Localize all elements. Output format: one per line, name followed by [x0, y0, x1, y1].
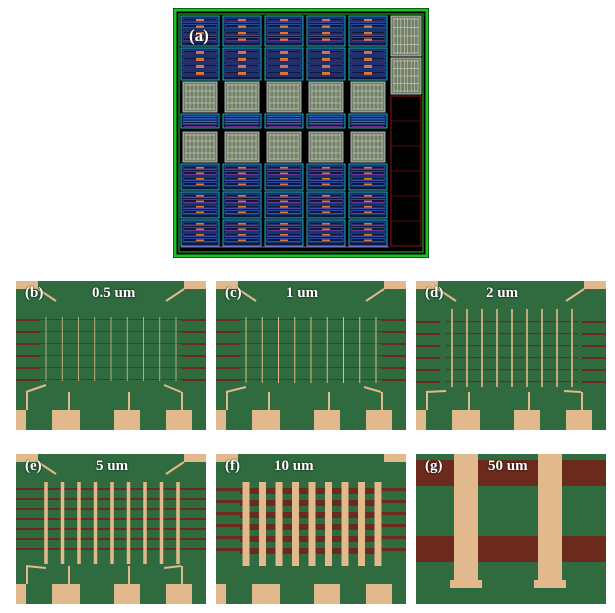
micrograph-panel-c: (c) 1 um — [216, 281, 406, 430]
scale-label-d: 2 um — [486, 285, 519, 301]
micrograph-panel-f: (f) 10 um — [216, 454, 406, 604]
micrograph-image-c — [216, 281, 406, 430]
micrograph-image-e — [16, 454, 206, 604]
micrograph-image-g — [416, 454, 606, 604]
panel-label-f: (f) — [225, 458, 240, 474]
panel-label-b: (b) — [25, 285, 44, 301]
micrograph-image-d — [416, 281, 606, 430]
panel-label-c: (c) — [225, 285, 242, 301]
micrograph-panel-d: (d) 2 um — [416, 281, 606, 430]
scale-label-g: 50 um — [488, 458, 528, 474]
scale-label-e: 5 um — [96, 458, 129, 474]
panel-label-g: (g) — [425, 458, 443, 474]
chip-layout-image — [173, 8, 429, 258]
micrograph-panel-e: (e) 5 um — [16, 454, 206, 604]
panel-label-e: (e) — [25, 458, 42, 474]
chip-layout-panel: (a) — [173, 8, 429, 258]
panel-label-a: (a) — [189, 26, 209, 45]
scale-label-c: 1 um — [286, 285, 319, 301]
micrograph-image-f — [216, 454, 406, 604]
micrograph-panel-g: (g) 50 um — [416, 454, 606, 604]
scale-label-f: 10 um — [274, 458, 314, 474]
micrograph-image-b — [16, 281, 206, 430]
scale-label-b: 0.5 um — [92, 285, 136, 301]
panel-label-d: (d) — [425, 285, 444, 301]
micrograph-panel-b: (b) 0.5 um — [16, 281, 206, 430]
